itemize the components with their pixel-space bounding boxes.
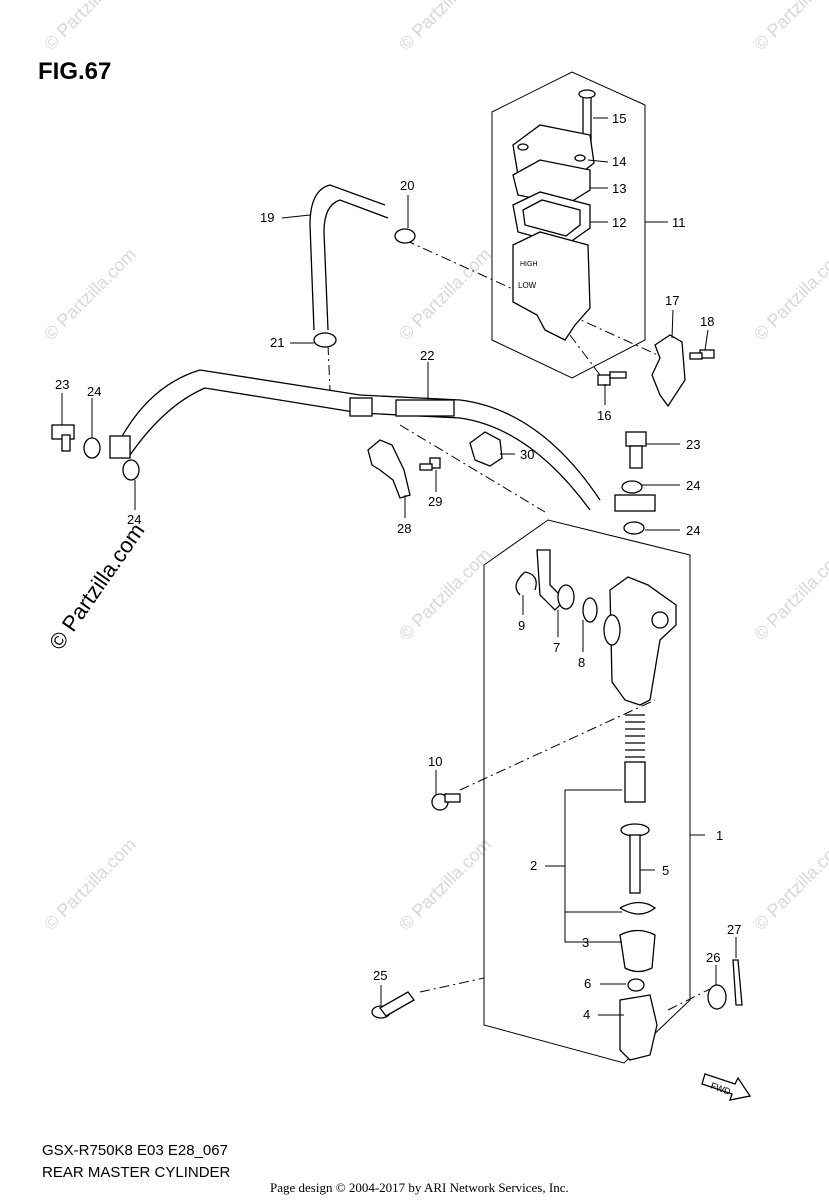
callout-7: 7 xyxy=(553,640,560,655)
callout-15: 15 xyxy=(612,111,626,126)
callout-16: 16 xyxy=(597,408,611,423)
callout-23: 23 xyxy=(686,437,700,452)
cylinder-frame xyxy=(483,519,691,1064)
part-19-hose xyxy=(309,184,389,331)
callout-20: 20 xyxy=(400,178,414,193)
part-3-boot xyxy=(619,929,656,973)
part-24-washer xyxy=(621,480,643,494)
part-4-clevis xyxy=(619,994,658,1061)
callout-10: 10 xyxy=(428,754,442,769)
part-22-brake-hose xyxy=(119,369,601,511)
centerline xyxy=(399,424,546,513)
callout-22: 22 xyxy=(420,348,434,363)
callout-6: 6 xyxy=(584,976,591,991)
svg-text:LOW: LOW xyxy=(518,281,537,290)
callout-labels: 1 2 3 4 5 6 7 8 9 10 11 12 13 14 15 16 1… xyxy=(55,111,741,1022)
part-18-bolt xyxy=(689,349,715,360)
part-13-plate xyxy=(512,159,591,206)
part-27-cotter-pin xyxy=(732,959,743,1006)
callout-24: 24 xyxy=(686,478,700,493)
model-code: GSX-R750K8 E03 E28_067 xyxy=(42,1142,228,1159)
part-23-bolt-left xyxy=(51,424,75,452)
reservoir-frame xyxy=(491,71,646,379)
callout-24: 24 xyxy=(127,512,141,527)
callout-26: 26 xyxy=(706,950,720,965)
callout-29: 29 xyxy=(428,494,442,509)
callout-3: 3 xyxy=(582,935,589,950)
part-17-bracket xyxy=(651,334,686,408)
part-28-clamp xyxy=(367,439,411,499)
callout-8: 8 xyxy=(578,655,585,670)
part-24-washer xyxy=(122,459,140,481)
centerline xyxy=(459,699,656,791)
diagram-caption: REAR MASTER CYLINDER xyxy=(42,1164,231,1181)
part-8-oring xyxy=(582,597,598,623)
circlip xyxy=(619,901,657,915)
callout-1: 1 xyxy=(716,828,723,843)
part-30-clamp xyxy=(469,431,503,467)
callout-11: 11 xyxy=(672,215,686,230)
callout-12: 12 xyxy=(612,215,626,230)
callout-17: 17 xyxy=(665,293,679,308)
master-cylinder-body xyxy=(603,576,677,706)
page-footer: Page design © 2004-2017 by ARI Network S… xyxy=(270,1180,569,1195)
part-5-pushrod xyxy=(620,823,650,894)
part-11-reservoir: HIGH LOW xyxy=(512,231,591,341)
callout-30: 30 xyxy=(520,447,534,462)
centerline xyxy=(327,344,331,391)
callout-13: 13 xyxy=(612,181,626,196)
part-10-bolt xyxy=(431,793,461,811)
leader-lines xyxy=(61,117,737,1016)
callout-2: 2 xyxy=(530,858,537,873)
centerline xyxy=(569,334,601,376)
part-6-nut xyxy=(627,978,645,992)
part-26-washer xyxy=(707,984,727,1010)
callout-28: 28 xyxy=(397,521,411,536)
part-9-circlip xyxy=(515,571,537,596)
part-20-clamp xyxy=(394,228,416,244)
fwd-arrow: FWD xyxy=(701,1073,752,1101)
figure-label: FIG.67 xyxy=(38,58,112,85)
callout-14: 14 xyxy=(612,154,626,169)
callout-24: 24 xyxy=(87,384,101,399)
callout-21: 21 xyxy=(270,335,284,350)
part-21-clamp xyxy=(313,332,337,348)
part-29-bolt xyxy=(419,457,441,471)
part-24-washer xyxy=(83,437,101,459)
part-16-bolt xyxy=(597,371,627,386)
part-23-bolt-right xyxy=(625,431,647,469)
callout-4: 4 xyxy=(583,1007,590,1022)
part-24-washer xyxy=(623,521,645,535)
piston xyxy=(624,761,646,803)
callout-25: 25 xyxy=(373,968,387,983)
callout-19: 19 xyxy=(260,210,274,225)
callout-23: 23 xyxy=(55,377,69,392)
centerline xyxy=(419,977,485,993)
spring xyxy=(625,714,645,758)
callout-24: 24 xyxy=(686,523,700,538)
callout-18: 18 xyxy=(700,314,714,329)
svg-text:HIGH: HIGH xyxy=(520,261,538,268)
callout-5: 5 xyxy=(662,863,669,878)
callout-9: 9 xyxy=(518,618,525,633)
callout-27: 27 xyxy=(727,922,741,937)
part-25-pin xyxy=(371,991,415,1019)
